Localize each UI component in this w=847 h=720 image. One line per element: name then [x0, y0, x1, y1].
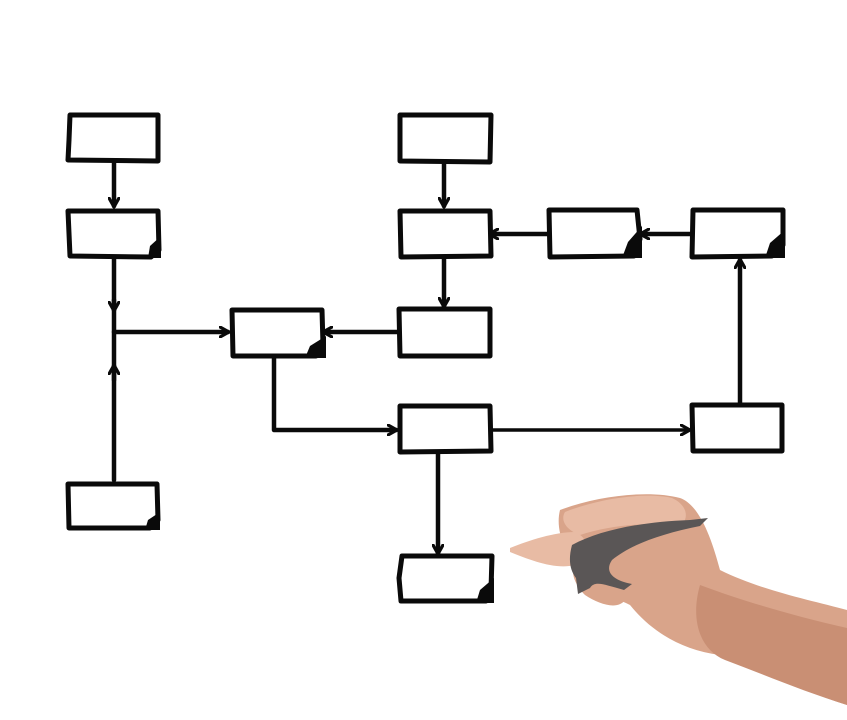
flowchart-boxes [65, 112, 786, 604]
flowchart-box [65, 112, 161, 164]
flowchart-box [397, 208, 494, 260]
brush-accents [145, 226, 785, 603]
flowchart-box [65, 208, 162, 260]
hand-knuckle-highlight [563, 495, 686, 535]
hand-finger-tip [510, 532, 587, 567]
flowchart-box [689, 402, 785, 454]
arrow-box7-to-box9 [271, 354, 396, 430]
pen-icon [569, 518, 708, 594]
connectors [114, 160, 740, 553]
hand-shade [696, 585, 847, 705]
flowchart-box [397, 403, 494, 455]
flowchart-box [396, 553, 495, 604]
hand-icon [510, 494, 847, 705]
flowchart-box [65, 481, 161, 531]
flowchart-box [396, 306, 493, 359]
flowchart-box [397, 112, 494, 165]
